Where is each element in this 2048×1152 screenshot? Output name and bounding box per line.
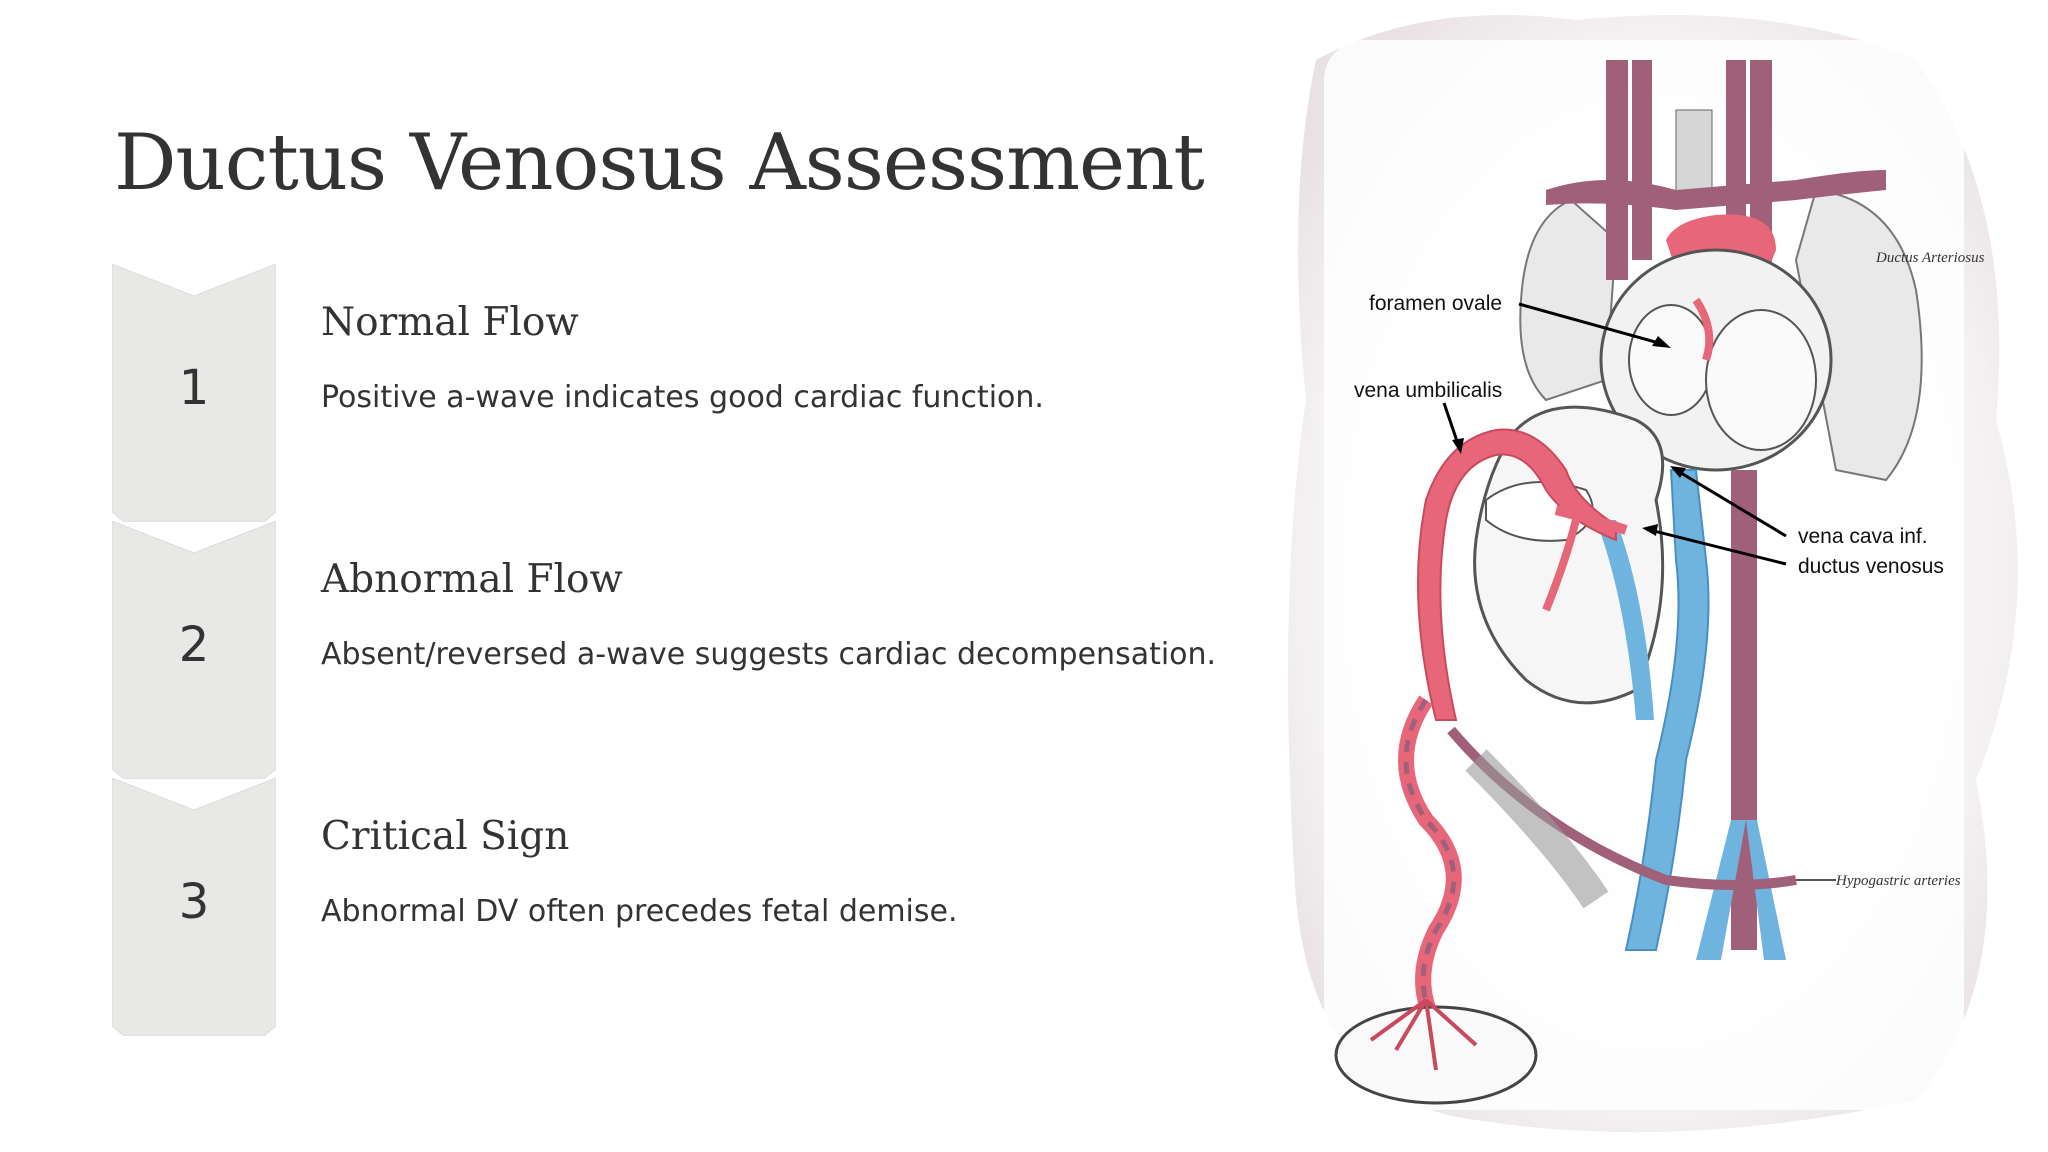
left-lung [1794, 188, 1923, 482]
step-1-number: 1 [178, 360, 210, 416]
step-2-number: 2 [178, 617, 210, 673]
chevron-shape [112, 778, 276, 1036]
label-ductus-venosus: ductus venosus [1798, 555, 1944, 578]
step-2-chevron: 2 [112, 521, 276, 779]
step-2-title: Abnormal Flow [321, 557, 623, 602]
fetal-circulation-diagram: foramen ovale vena umbilicalis vena cava… [1288, 15, 2018, 1133]
step-3-description: Abnormal DV often precedes fetal demise. [321, 894, 958, 929]
ductus-venosus [1554, 505, 1628, 535]
step-1-chevron: 1 [112, 264, 276, 522]
placenta [1334, 1005, 1538, 1105]
chevron-shape [112, 264, 276, 522]
step-2-description: Absent/reversed a-wave suggests cardiac … [321, 637, 1217, 672]
chevron-shape [112, 521, 276, 779]
label-vena-cava-inf: vena cava inf. [1798, 525, 1928, 548]
slide-title: Ductus Venosus Assessment [114, 118, 1205, 208]
step-1-description: Positive a-wave indicates good cardiac f… [321, 380, 1044, 415]
step-3-title: Critical Sign [321, 814, 570, 859]
step-1-title: Normal Flow [321, 300, 579, 345]
label-vena-umbilicalis: vena umbilicalis [1354, 379, 1502, 402]
label-foramen-ovale: foramen ovale [1369, 292, 1502, 315]
step-3-chevron: 3 [112, 778, 276, 1036]
label-hypogastric-arteries: Hypogastric arteries [1835, 873, 1961, 889]
right-lung [1519, 198, 1618, 402]
umbilical-vein [1417, 428, 1617, 721]
label-ductus-arteriosus: Ductus Arteriosus [1875, 250, 1985, 266]
step-3-number: 3 [178, 874, 210, 930]
